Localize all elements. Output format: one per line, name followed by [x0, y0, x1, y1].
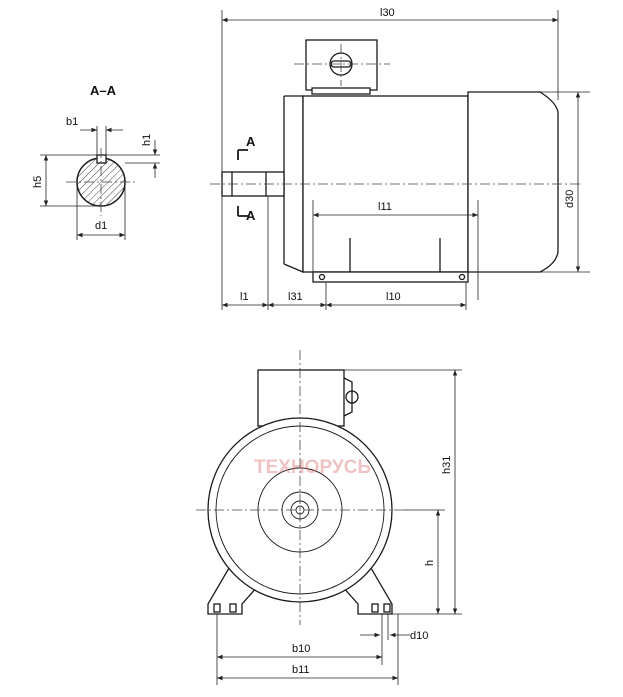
terminal-box: [305, 39, 378, 91]
label-l1: l1: [240, 291, 249, 303]
label-b11: b11: [292, 664, 310, 676]
label-l11: l11: [378, 201, 392, 213]
cut-mark-bottom: [237, 206, 248, 217]
label-d30: d30: [564, 190, 576, 208]
label-b10: b10: [292, 643, 310, 655]
label-h5: h5: [32, 176, 44, 188]
cut-label-top: A: [246, 134, 256, 149]
fan-cover: [467, 91, 559, 273]
label-d1: d1: [95, 220, 107, 232]
foot-plate: [312, 271, 469, 283]
cut-label-bottom: A: [246, 208, 256, 223]
label-l31: l31: [288, 291, 303, 303]
section-view: A–A b1 h1 h5 d1: [32, 83, 160, 240]
cut-mark-top: [237, 149, 248, 160]
side-view: A A l30 d30 l11 l1 l31 l10: [210, 7, 590, 310]
label-b1: b1: [66, 116, 78, 128]
label-l10: l10: [386, 291, 401, 303]
section-title: A–A: [90, 83, 117, 98]
label-h1: h1: [141, 134, 153, 146]
label-l30: l30: [380, 7, 395, 19]
watermark: ТЕХНОРУСЬ: [254, 457, 371, 478]
key-slot: [96, 154, 107, 164]
terminal-box-front: [257, 369, 345, 427]
label-d10: d10: [410, 630, 428, 642]
label-h: h: [424, 560, 436, 566]
label-h31: h31: [441, 456, 453, 474]
front-view: ТЕХНОРУСЬ h31 h b10 b11 d10: [196, 350, 462, 685]
